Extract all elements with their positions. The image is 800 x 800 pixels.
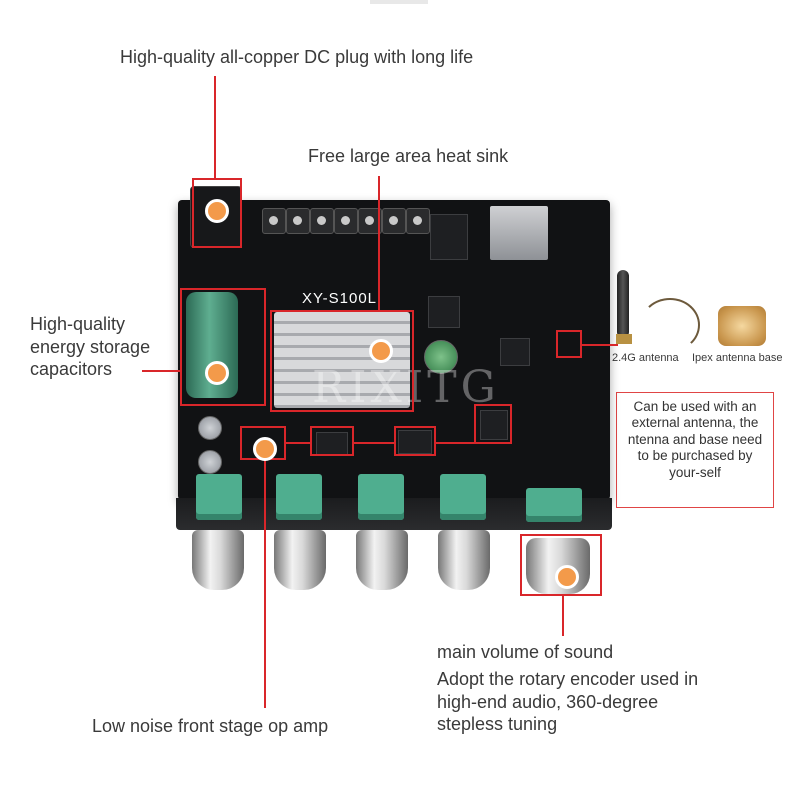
usb-port bbox=[490, 206, 548, 260]
antenna-note-box: Can be used with an external antenna, th… bbox=[616, 392, 774, 508]
chip bbox=[398, 430, 432, 454]
capacitor-highlight bbox=[180, 288, 266, 406]
dc-plug-callout-dot bbox=[205, 199, 229, 223]
op-amp-connector-line bbox=[286, 442, 310, 444]
control-knob bbox=[438, 530, 490, 590]
control-knob bbox=[356, 530, 408, 590]
antenna-note-text: Can be used with an external antenna, th… bbox=[627, 399, 763, 480]
potentiometer bbox=[440, 474, 486, 520]
volume-desc-label: Adopt the rotary encoder used in high-en… bbox=[437, 669, 699, 734]
op-amp-callout-dot bbox=[253, 437, 277, 461]
speaker-terminal bbox=[286, 208, 310, 234]
small-capacitor bbox=[424, 340, 458, 374]
small-capacitor bbox=[198, 416, 222, 440]
antenna-label: 2.4G antenna bbox=[612, 352, 679, 364]
dc-plug-label: High-quality all-copper DC plug with lon… bbox=[120, 47, 474, 67]
board-model-text: XY-S100L bbox=[302, 290, 378, 307]
speaker-terminal bbox=[382, 208, 406, 234]
op-amp-chip-highlight bbox=[394, 426, 436, 456]
ipex-cable bbox=[640, 298, 700, 352]
heat-sink-highlight bbox=[270, 310, 414, 412]
chip bbox=[500, 338, 530, 366]
antenna-callout-line bbox=[582, 344, 618, 346]
dc-plug-callout-line bbox=[214, 76, 216, 178]
chip bbox=[480, 410, 508, 440]
heat-sink-label: Free large area heat sink bbox=[308, 146, 509, 166]
potentiometer bbox=[276, 474, 322, 520]
control-knob bbox=[192, 530, 244, 590]
brand-watermark: RIXITG bbox=[312, 362, 500, 413]
op-amp-connector-line bbox=[436, 442, 474, 444]
antenna-port-highlight bbox=[556, 330, 582, 358]
small-capacitor bbox=[198, 450, 222, 474]
speaker-terminal bbox=[334, 208, 358, 234]
antenna-icon bbox=[617, 270, 629, 338]
rotary-encoder-base bbox=[526, 488, 582, 522]
op-amp-callout-line bbox=[264, 460, 266, 708]
ipex-base-icon bbox=[718, 306, 766, 346]
control-knob bbox=[274, 530, 326, 590]
top-edge-strip bbox=[370, 0, 428, 4]
op-amp-chip-highlight bbox=[310, 426, 354, 456]
speaker-terminal bbox=[406, 208, 430, 234]
volume-callout-line bbox=[562, 596, 564, 636]
heat-sink-callout-line bbox=[378, 176, 380, 310]
speaker-terminal bbox=[310, 208, 334, 234]
capacitor-callout-line bbox=[142, 370, 180, 372]
ipex-base-label: Ipex antenna base bbox=[692, 352, 783, 364]
volume-knob-highlight bbox=[520, 534, 602, 596]
op-amp-connector-line bbox=[354, 442, 394, 444]
potentiometer bbox=[358, 474, 404, 520]
chip bbox=[316, 432, 348, 456]
op-amp-chip-highlight bbox=[474, 404, 512, 444]
capacitor-callout-dot bbox=[205, 361, 229, 385]
volume-callout-dot bbox=[555, 565, 579, 589]
heat-sink-callout-dot bbox=[369, 339, 393, 363]
chip bbox=[430, 214, 468, 260]
potentiometer bbox=[196, 474, 242, 520]
op-amp-label: Low noise front stage op amp bbox=[92, 716, 329, 736]
speaker-terminal bbox=[262, 208, 286, 234]
antenna-connector bbox=[616, 334, 632, 344]
dc-plug-highlight bbox=[192, 178, 242, 248]
chip bbox=[428, 296, 460, 328]
volume-title-label: main volume of sound bbox=[437, 642, 614, 662]
capacitors-label: High-quality energy storage capacitors bbox=[30, 314, 151, 379]
